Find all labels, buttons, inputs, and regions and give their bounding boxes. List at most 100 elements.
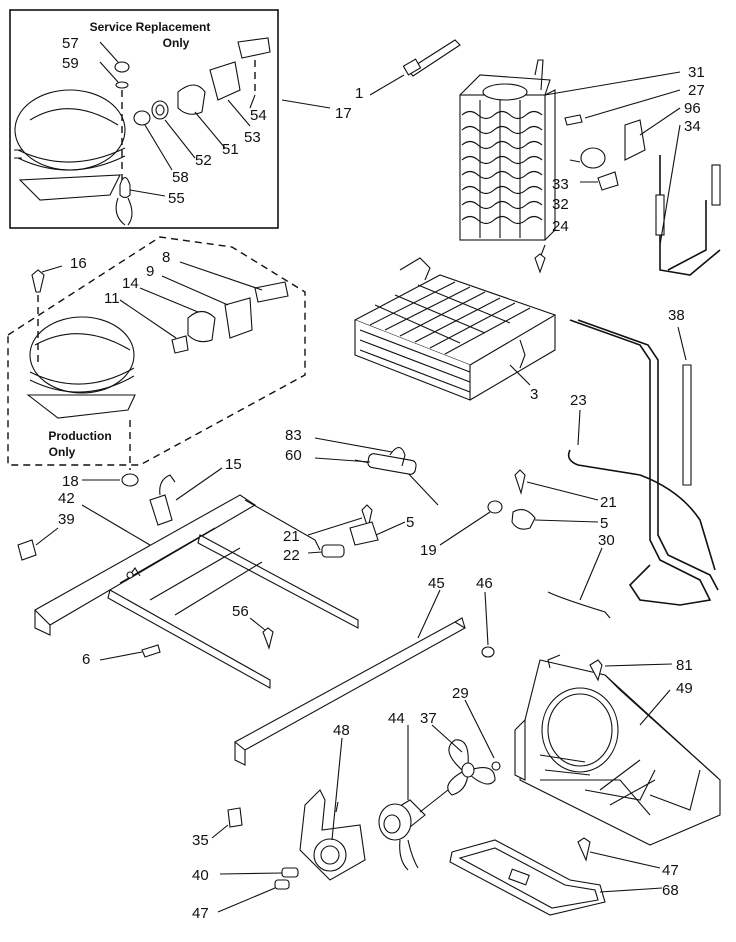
- part-23-tube: [569, 319, 712, 606]
- part-37-fan-blade: [447, 739, 496, 796]
- part-18-grommet: [121, 473, 139, 487]
- part-34-tube: [659, 155, 721, 276]
- label-40: 40: [192, 867, 209, 884]
- part-16-bolt: [31, 269, 45, 293]
- condenser: [353, 257, 557, 401]
- label-1: 1: [355, 85, 363, 102]
- label-31: 31: [688, 64, 705, 81]
- label-59: 59: [62, 55, 79, 72]
- part-57-nut: [114, 61, 130, 73]
- label-18: 18: [62, 473, 79, 490]
- label-47-right: 47: [662, 862, 679, 879]
- part-21-screw-left: [361, 504, 373, 531]
- label-29: 29: [452, 685, 469, 702]
- label-53: 53: [244, 129, 261, 146]
- label-27: 27: [688, 82, 705, 99]
- part-96-bracket: [624, 119, 646, 161]
- label-5-left: 5: [406, 514, 414, 531]
- label-33: 33: [552, 176, 569, 193]
- label-35: 35: [192, 832, 209, 849]
- label-24: 24: [552, 218, 569, 235]
- part-24-screw: [534, 253, 546, 274]
- label-51: 51: [222, 141, 239, 158]
- part-35-plug: [227, 807, 243, 828]
- part-5-clamp-left: [349, 521, 379, 546]
- label-83: 83: [285, 427, 302, 444]
- part-52-ring: [151, 100, 169, 120]
- part-51-relay: [177, 84, 206, 115]
- label-47-left: 47: [192, 905, 209, 922]
- label-58: 58: [172, 169, 189, 186]
- label-49: 49: [676, 680, 693, 697]
- label-48: 48: [333, 722, 350, 739]
- part-27-clip: [564, 114, 583, 126]
- label-38: 38: [668, 307, 685, 324]
- part-22-sleeve: [321, 544, 345, 558]
- caption-service-line2: Only: [163, 36, 190, 50]
- part-47-screw-left: [274, 879, 290, 890]
- label-52: 52: [195, 152, 212, 169]
- caption-service-line1: Service Replacement: [90, 20, 211, 34]
- label-19: 19: [420, 542, 437, 559]
- label-22: 22: [283, 547, 300, 564]
- label-81: 81: [676, 657, 693, 674]
- label-30: 30: [598, 532, 615, 549]
- part-47-screw-right: [577, 837, 591, 862]
- production-only-box: Production Only 16 8 9 14 11: [7, 236, 306, 466]
- part-14-relay: [187, 310, 216, 343]
- label-45: 45: [428, 575, 445, 592]
- label-21-left: 21: [283, 528, 300, 545]
- label-32: 32: [552, 196, 569, 213]
- label-6: 6: [82, 651, 90, 668]
- part-32: [597, 171, 619, 191]
- part-11: [171, 335, 189, 354]
- label-42: 42: [58, 490, 75, 507]
- label-60: 60: [285, 447, 302, 464]
- label-9: 9: [146, 263, 154, 280]
- label-68: 68: [662, 882, 679, 899]
- label-11: 11: [104, 290, 120, 307]
- service-replacement-box: Service Replacement Only: [9, 9, 279, 229]
- label-8: 8: [162, 249, 170, 266]
- part-21-screw-right: [514, 469, 526, 496]
- part-83-clip: [389, 446, 406, 467]
- caption-production-line2: Only: [49, 445, 76, 459]
- compressor-service: [14, 89, 126, 201]
- label-46: 46: [476, 575, 493, 592]
- part-44-fan-motor: [378, 789, 449, 871]
- label-56: 56: [232, 603, 249, 620]
- label-39: 39: [58, 511, 75, 528]
- label-37: 37: [420, 710, 437, 727]
- label-96: 96: [684, 100, 701, 117]
- part-9-overload: [224, 297, 253, 339]
- compressor-production: [26, 316, 136, 419]
- label-34: 34: [684, 118, 701, 135]
- part-5-clamp-right: [511, 509, 536, 530]
- base-frame: [34, 494, 359, 689]
- fan-bracket: [514, 654, 721, 846]
- part-40-grommet: [281, 867, 299, 878]
- part-33: [580, 147, 606, 169]
- part-1-tube: [407, 39, 461, 77]
- label-3: 3: [530, 386, 538, 403]
- part-19-grommet: [487, 500, 503, 514]
- part-55-capacitor: [119, 176, 131, 199]
- label-15: 15: [225, 456, 242, 473]
- part-39-clip: [17, 539, 37, 561]
- part-30-wire: [547, 591, 611, 619]
- part-81-screw: [589, 659, 603, 682]
- label-57: 57: [62, 35, 79, 52]
- label-21-right: 21: [600, 494, 617, 511]
- part-58: [133, 110, 151, 126]
- part-68-drain-pan: [449, 839, 606, 916]
- part-8-cover: [254, 281, 289, 303]
- label-54: 54: [250, 107, 267, 124]
- part-6-clip: [141, 644, 161, 658]
- label-5-right: 5: [600, 515, 608, 532]
- part-46-grommet: [481, 646, 495, 658]
- label-14: 14: [122, 275, 139, 292]
- part-29-clip: [491, 761, 501, 771]
- part-54-cover: [237, 37, 271, 59]
- part-15: [149, 494, 173, 526]
